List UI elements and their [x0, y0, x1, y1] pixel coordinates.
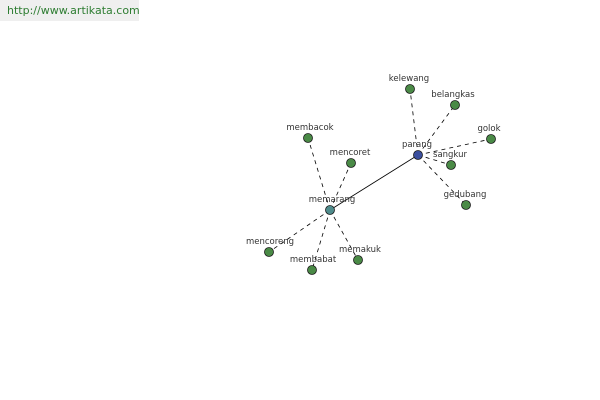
node-label-membabat[interactable]: membabat: [290, 255, 337, 265]
node-label-sangkur[interactable]: sangkur: [433, 150, 467, 160]
node-circle-membacok[interactable]: [303, 133, 313, 143]
node-sangkur[interactable]: sangkur: [433, 150, 467, 170]
node-circle-memarang[interactable]: [325, 205, 335, 215]
node-label-membacok[interactable]: membacok: [286, 123, 333, 133]
node-circle-memakuk[interactable]: [353, 255, 363, 265]
node-mencoret[interactable]: mencoret: [330, 148, 371, 168]
edge-memarang-parang: [329, 154, 419, 211]
site-url-label[interactable]: http://www.artikata.com: [0, 0, 140, 21]
node-circle-parang[interactable]: [413, 150, 423, 160]
node-label-kelewang[interactable]: kelewang: [389, 74, 429, 84]
edge-memarang-memakuk: [329, 209, 359, 261]
node-parang[interactable]: parang: [402, 140, 432, 160]
node-gedubang[interactable]: gedubang: [444, 190, 487, 210]
node-mencoreng[interactable]: mencoreng: [246, 237, 294, 257]
node-membacok[interactable]: membacok: [286, 123, 334, 143]
edge-parang-kelewang: [409, 88, 419, 156]
node-belangkas[interactable]: belangkas: [431, 90, 475, 110]
edge-memarang-membabat: [311, 209, 331, 271]
edges-layer: [268, 88, 492, 271]
node-label-memarang[interactable]: memarang: [309, 195, 355, 205]
node-memarang[interactable]: memarang: [309, 195, 355, 215]
node-kelewang[interactable]: kelewang: [389, 74, 429, 94]
node-label-mencoret[interactable]: mencoret: [330, 148, 371, 158]
node-circle-mencoret[interactable]: [346, 158, 356, 168]
node-label-parang[interactable]: parang: [402, 140, 432, 150]
node-circle-gedubang[interactable]: [461, 200, 471, 210]
node-label-memakuk[interactable]: memakuk: [339, 245, 381, 255]
node-circle-belangkas[interactable]: [450, 100, 460, 110]
node-label-mencoreng[interactable]: mencoreng: [246, 237, 294, 247]
node-label-gedubang[interactable]: gedubang: [444, 190, 487, 200]
edge-parang-sangkur: [417, 154, 452, 166]
node-circle-golok[interactable]: [486, 134, 496, 144]
node-memakuk[interactable]: memakuk: [339, 245, 381, 265]
node-label-golok[interactable]: golok: [477, 124, 500, 134]
node-circle-mencoreng[interactable]: [264, 247, 274, 257]
edge-parang-gedubang: [417, 154, 467, 206]
node-label-belangkas[interactable]: belangkas: [431, 90, 475, 100]
node-golok[interactable]: golok: [477, 124, 501, 144]
node-circle-sangkur[interactable]: [446, 160, 456, 170]
node-membabat[interactable]: membabat: [290, 255, 337, 275]
edge-parang-belangkas: [417, 104, 456, 156]
edge-memarang-mencoret: [329, 162, 352, 211]
node-circle-membabat[interactable]: [307, 265, 317, 275]
node-circle-kelewang[interactable]: [405, 84, 415, 94]
